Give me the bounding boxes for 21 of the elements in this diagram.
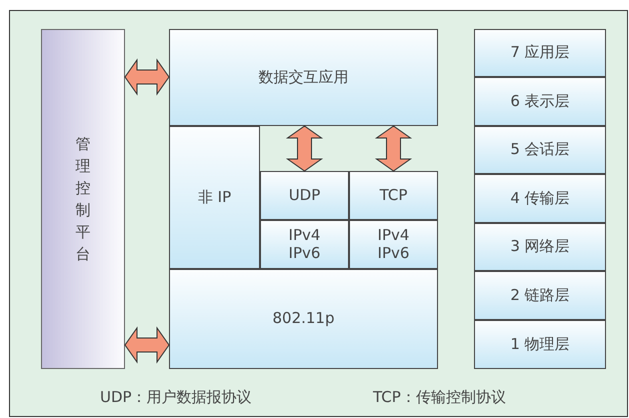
osi-layer-box: 2 链路层 <box>474 271 606 320</box>
osi-layer-box: 4 传输层 <box>474 174 606 223</box>
double-arrow <box>374 125 412 172</box>
layer-box: 802.11p <box>169 269 438 369</box>
footnote: TCP：传输控制协议 <box>373 388 506 407</box>
double-arrow <box>124 326 170 364</box>
osi-layer-box: 3 网络层 <box>474 223 606 271</box>
footnote: UDP：用户数据报协议 <box>100 388 252 407</box>
osi-layer-box: 7 应用层 <box>474 29 606 77</box>
double-arrow <box>124 58 170 96</box>
osi-layer-box: 1 物理层 <box>474 320 606 369</box>
layer-box: 数据交互应用 <box>169 29 438 126</box>
platform-box: 管理控制平台 <box>41 29 125 369</box>
layer-box: IPv4 IPv6 <box>349 220 438 269</box>
layer-box: 非 IP <box>169 126 260 269</box>
layer-box: UDP <box>260 171 349 220</box>
osi-layer-box: 5 会话层 <box>474 126 606 174</box>
double-arrow <box>286 125 324 172</box>
layer-box: IPv4 IPv6 <box>260 220 349 269</box>
layer-box: TCP <box>349 171 438 220</box>
osi-layer-box: 6 表示层 <box>474 77 606 126</box>
